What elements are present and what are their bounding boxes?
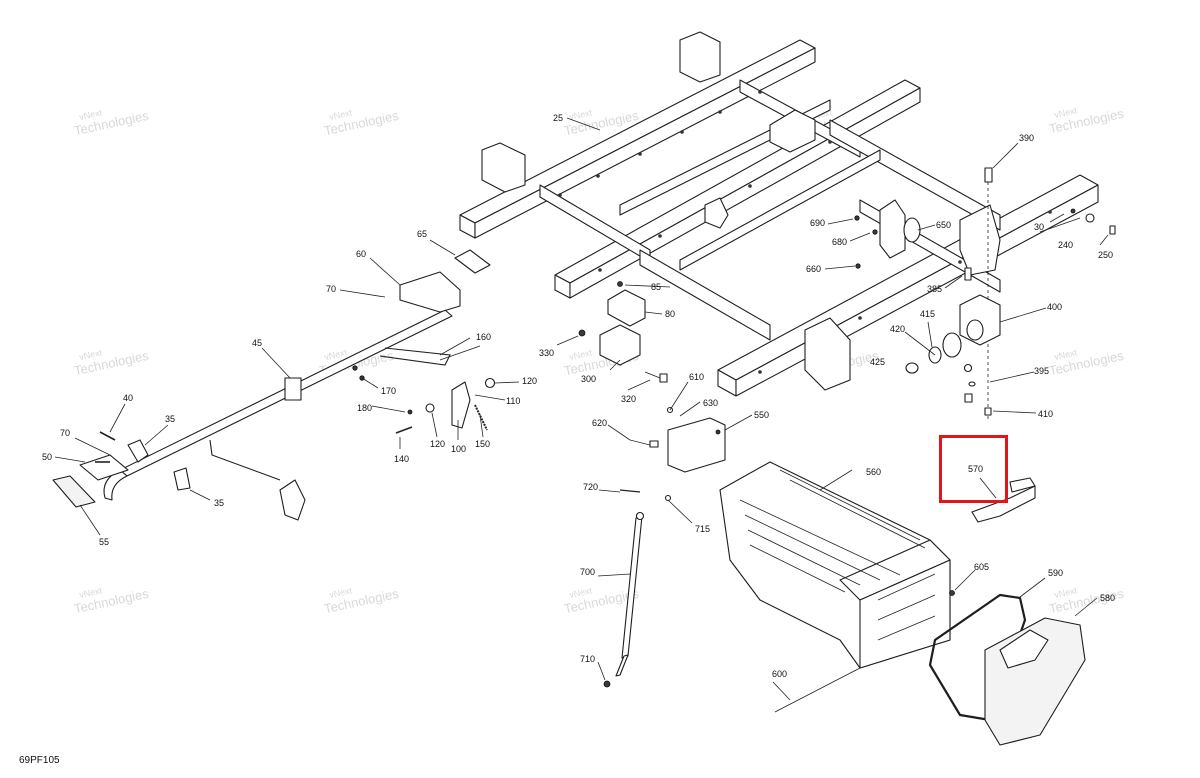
callout-605: 605 xyxy=(974,562,989,572)
callout-610: 610 xyxy=(689,372,704,382)
watermark-line1: vNext xyxy=(78,585,103,600)
gas-strut xyxy=(603,489,672,688)
callout-630: 630 xyxy=(703,398,718,408)
callout-25: 25 xyxy=(553,113,563,123)
callout-110: 110 xyxy=(506,396,520,406)
callout-120: 120 xyxy=(522,376,537,386)
callout-55: 55 xyxy=(99,537,109,547)
watermark-line1: vNext xyxy=(1053,105,1078,120)
callout-720: 720 xyxy=(583,482,598,492)
callout-120: 120 xyxy=(430,439,445,449)
watermark-line1: vNext xyxy=(1053,347,1078,362)
callouts: 25 30 35 35 40 45 50 55 60 65 70 70 80 8… xyxy=(42,113,1115,679)
watermark-line1: vNext xyxy=(78,347,103,362)
callout-240: 240 xyxy=(1058,240,1073,250)
callout-420: 420 xyxy=(890,324,905,334)
watermark-line1: vNext xyxy=(78,107,103,122)
callout-65: 65 xyxy=(417,229,427,239)
callout-700: 700 xyxy=(580,567,595,577)
callout-35: 35 xyxy=(214,498,224,508)
callout-70: 70 xyxy=(60,428,70,438)
callout-650: 650 xyxy=(936,220,951,230)
watermark-line1: vNext xyxy=(568,347,593,362)
callout-35: 35 xyxy=(165,414,175,424)
callout-415: 415 xyxy=(920,309,935,319)
storage-box xyxy=(719,461,951,713)
callout-550: 550 xyxy=(754,410,769,420)
callout-425: 425 xyxy=(870,357,885,367)
callout-80: 80 xyxy=(665,309,675,319)
callout-590: 590 xyxy=(1048,568,1063,578)
watermark-line1: vNext xyxy=(568,585,593,600)
highlight-box-570 xyxy=(939,435,1008,503)
callout-330: 330 xyxy=(539,348,554,358)
step-assembly xyxy=(52,249,496,521)
callout-320: 320 xyxy=(621,394,636,404)
watermark-line1: vNext xyxy=(323,347,348,362)
callout-150: 150 xyxy=(475,439,490,449)
callout-400: 400 xyxy=(1047,302,1062,312)
callout-410: 410 xyxy=(1038,409,1053,419)
callout-70: 70 xyxy=(326,284,336,294)
callout-100: 100 xyxy=(451,444,466,454)
callout-390: 390 xyxy=(1019,133,1034,143)
callout-570: 570 xyxy=(968,464,983,474)
right-hardware xyxy=(854,167,1116,420)
callout-560: 560 xyxy=(866,467,881,477)
latch-570 xyxy=(971,477,1036,523)
watermark-line1: vNext xyxy=(1053,585,1078,600)
callout-600: 600 xyxy=(772,669,787,679)
callout-140: 140 xyxy=(394,454,409,464)
callout-85: 85 xyxy=(651,282,661,292)
callout-250: 250 xyxy=(1098,250,1113,260)
leader-lines xyxy=(54,117,1109,701)
callout-300: 300 xyxy=(581,374,596,384)
callout-690: 690 xyxy=(810,218,825,228)
lid-assembly xyxy=(928,590,1086,746)
callout-385: 385 xyxy=(927,284,942,294)
frame-assembly xyxy=(459,31,1099,397)
callout-395: 395 xyxy=(1034,366,1049,376)
callout-45: 45 xyxy=(252,338,262,348)
callout-715: 715 xyxy=(695,524,710,534)
callout-170: 170 xyxy=(381,386,396,396)
callout-680: 680 xyxy=(832,237,847,247)
callout-60: 60 xyxy=(356,249,366,259)
watermark-line1: vNext xyxy=(568,107,593,122)
figure-code: 69PF105 xyxy=(19,755,60,766)
watermark-line1: vNext xyxy=(328,585,353,600)
callout-580: 580 xyxy=(1100,593,1115,603)
callout-660: 660 xyxy=(806,264,821,274)
callout-40: 40 xyxy=(123,393,133,403)
callout-50: 50 xyxy=(42,452,52,462)
callout-180: 180 xyxy=(357,403,372,413)
watermark-line1: vNext xyxy=(328,107,353,122)
center-hardware xyxy=(578,281,726,473)
callout-620: 620 xyxy=(592,418,607,428)
callout-710: 710 xyxy=(580,654,595,664)
callout-160: 160 xyxy=(476,332,491,342)
callout-30: 30 xyxy=(1034,222,1044,232)
